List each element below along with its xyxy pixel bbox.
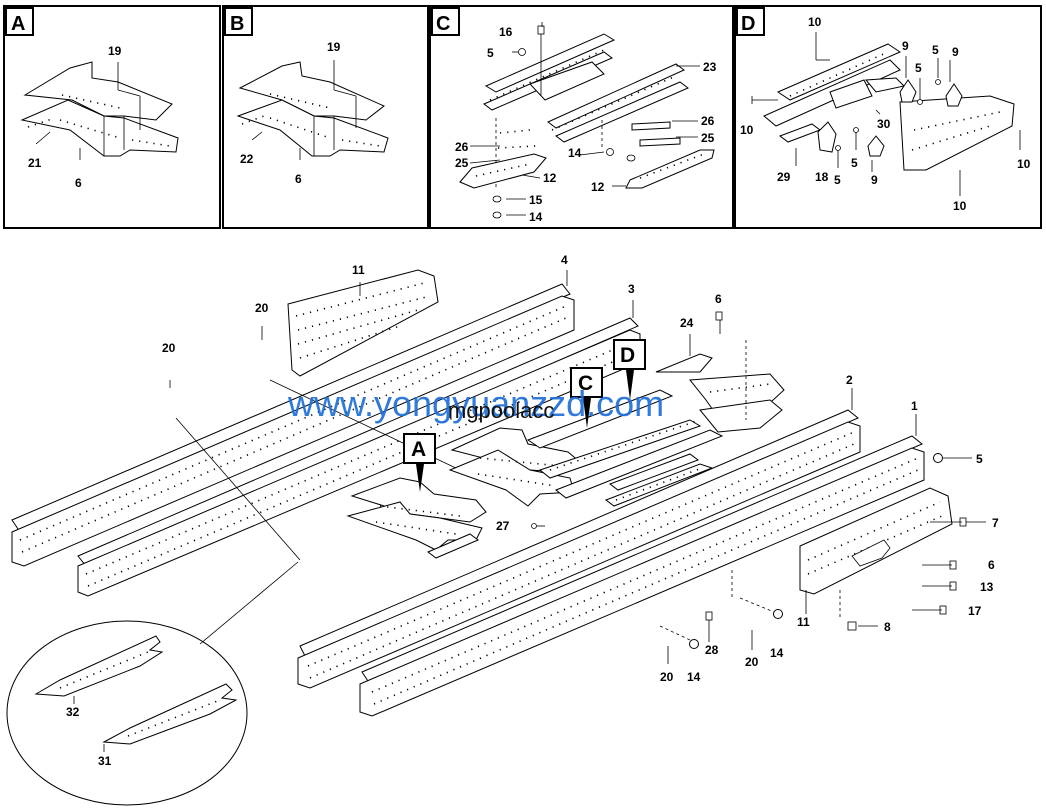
panel-c-label: 25 bbox=[701, 131, 715, 145]
main-label: 3 bbox=[628, 282, 635, 296]
reinforcement-plate-11 bbox=[287, 269, 439, 377]
main-label: 14 bbox=[770, 646, 784, 660]
crossmember-a bbox=[20, 61, 179, 160]
panel-d-label: 5 bbox=[932, 43, 939, 57]
crossmember-c bbox=[459, 22, 715, 219]
panel-d-label: 10 bbox=[740, 123, 754, 137]
callout-d: D bbox=[613, 339, 646, 400]
panel-c-label: 5 bbox=[487, 46, 494, 60]
watermark: www.yongyuanzzd.com mgpoolacc bbox=[287, 383, 664, 424]
panel-c-label: 12 bbox=[591, 180, 605, 194]
panel-c-label: 23 bbox=[703, 60, 717, 74]
panel-d-label: 9 bbox=[952, 45, 959, 59]
panel-c-label: 26 bbox=[455, 140, 469, 154]
detail-label: 32 bbox=[66, 705, 80, 719]
panel-b: B 19 22 6 bbox=[222, 5, 429, 229]
main-assembly: A C D 11 20 20 4 3 6 24 2 1 5 27 7 6 13 … bbox=[6, 253, 999, 806]
crossmember-b bbox=[236, 60, 389, 160]
main-label: 20 bbox=[745, 655, 759, 669]
panel-a-label: 21 bbox=[28, 156, 42, 170]
panel-d-label: 5 bbox=[834, 173, 841, 187]
panel-d-letter: D bbox=[741, 13, 755, 35]
panel-a-letter: A bbox=[11, 13, 25, 35]
panel-c-label: 12 bbox=[543, 171, 557, 185]
crossmember-d bbox=[751, 32, 1021, 196]
callout-d-letter: D bbox=[620, 344, 635, 367]
crossmember-a-main bbox=[346, 477, 487, 559]
main-label: 20 bbox=[162, 341, 176, 355]
panel-d-label: 10 bbox=[808, 15, 822, 29]
panel-d-label: 5 bbox=[915, 61, 922, 75]
panel-a-label: 19 bbox=[108, 44, 122, 58]
main-label: 1 bbox=[911, 399, 918, 413]
panel-d-label: 30 bbox=[877, 117, 891, 131]
main-label: 28 bbox=[705, 643, 719, 657]
main-label: 7 bbox=[992, 516, 999, 530]
crossmember-d-main bbox=[655, 311, 785, 433]
main-label: 6 bbox=[988, 558, 995, 572]
panel-c-letter: C bbox=[436, 13, 450, 35]
main-label: 14 bbox=[687, 670, 701, 684]
main-label: 6 bbox=[715, 292, 722, 306]
panel-b-label: 22 bbox=[240, 152, 254, 166]
main-label: 27 bbox=[496, 519, 510, 533]
detail-view bbox=[6, 561, 299, 806]
panel-b-label: 6 bbox=[295, 172, 302, 186]
panel-c-label: 14 bbox=[568, 146, 582, 160]
panel-c-label: 25 bbox=[455, 156, 469, 170]
panel-d-label: 29 bbox=[777, 170, 791, 184]
main-label: 20 bbox=[660, 670, 674, 684]
frame-rail-3 bbox=[77, 300, 641, 597]
frame-rail-4 bbox=[11, 270, 575, 567]
callout-a: A bbox=[403, 433, 436, 492]
main-label: 17 bbox=[968, 604, 982, 618]
main-label: 8 bbox=[884, 620, 891, 634]
panel-b-label: 19 bbox=[327, 40, 341, 54]
callout-a-letter: A bbox=[411, 438, 426, 461]
panel-d-label: 5 bbox=[851, 156, 858, 170]
panel-c-label: 15 bbox=[529, 193, 543, 207]
main-label: 2 bbox=[846, 373, 853, 387]
fasteners bbox=[531, 453, 986, 664]
panel-d-label: 9 bbox=[871, 173, 878, 187]
panel-d-label: 10 bbox=[1017, 157, 1031, 171]
main-label: 24 bbox=[680, 316, 694, 330]
detail-label: 31 bbox=[98, 754, 112, 768]
panel-a: A 19 21 6 bbox=[3, 5, 221, 229]
panel-c-label: 14 bbox=[529, 210, 543, 224]
watermark-overlay: mgpoolacc bbox=[448, 398, 554, 423]
panel-a-label: 6 bbox=[75, 176, 82, 190]
panel-c: C bbox=[429, 5, 734, 229]
reinforcement-plate-11-lower bbox=[799, 487, 953, 614]
watermark-text: www.yongyuanzzd.com bbox=[287, 383, 664, 424]
frame-rail-1 bbox=[359, 414, 925, 717]
panel-d-label: 10 bbox=[953, 199, 967, 213]
panel-d: D bbox=[734, 5, 1042, 229]
callout-c-letter: C bbox=[578, 372, 593, 395]
callout-c: C bbox=[570, 367, 603, 428]
main-label: 20 bbox=[255, 301, 269, 315]
main-label: 11 bbox=[797, 615, 810, 629]
main-label: 4 bbox=[561, 253, 568, 267]
main-label: 11 bbox=[352, 263, 365, 277]
panel-c-label: 26 bbox=[701, 114, 715, 128]
panel-b-letter: B bbox=[230, 13, 244, 35]
frame-rail-2 bbox=[297, 388, 861, 689]
panel-d-label: 18 bbox=[815, 170, 829, 184]
main-label: 5 bbox=[976, 452, 983, 466]
panel-d-label: 9 bbox=[902, 39, 909, 53]
crossmember-c-main bbox=[526, 389, 724, 507]
panel-c-label: 16 bbox=[499, 25, 513, 39]
main-label: 13 bbox=[980, 580, 994, 594]
